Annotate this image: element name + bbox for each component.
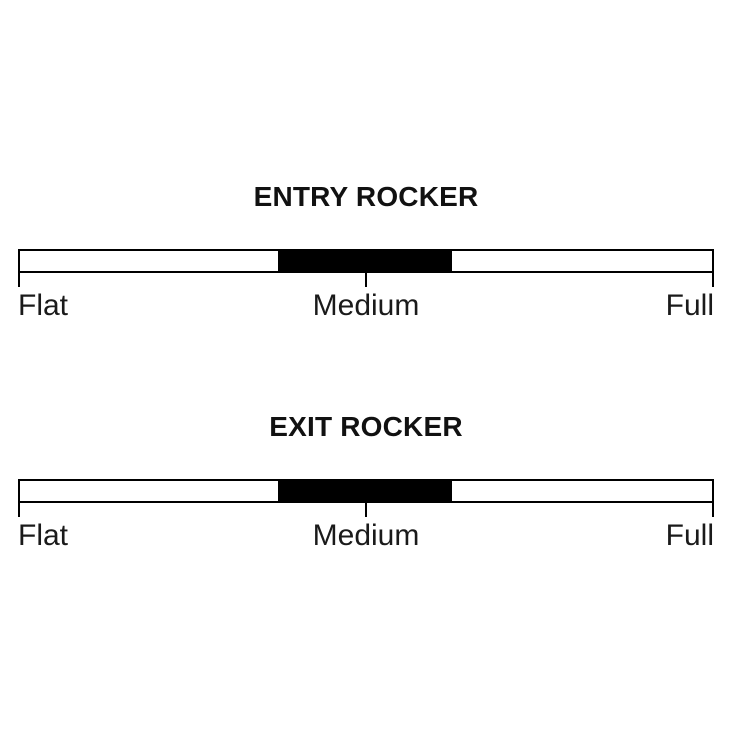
exit-rocker-title: EXIT ROCKER: [269, 411, 463, 442]
tick-medium: [365, 273, 367, 287]
label-full: Full: [665, 519, 714, 552]
tick-medium: [365, 503, 367, 517]
entry-rocker-track: [18, 249, 714, 273]
tick-flat: [18, 273, 20, 287]
exit-rocker-indicator: [278, 479, 452, 503]
label-flat: Flat: [18, 289, 69, 322]
label-medium: Medium: [312, 519, 420, 552]
entry-rocker-title: ENTRY ROCKER: [253, 181, 479, 212]
tick-flat: [18, 503, 20, 517]
exit-rocker-chart: EXIT ROCKER Flat Medium Full: [18, 413, 714, 573]
label-medium: Medium: [312, 289, 420, 322]
label-full: Full: [665, 289, 714, 322]
tick-full: [712, 273, 714, 287]
exit-rocker-labels: Flat Medium Full: [18, 521, 714, 561]
entry-rocker-indicator: [278, 249, 452, 273]
exit-rocker-track: [18, 479, 714, 503]
tick-full: [712, 503, 714, 517]
label-flat: Flat: [18, 519, 69, 552]
entry-rocker-chart: ENTRY ROCKER Flat Medium Full: [18, 183, 714, 343]
entry-rocker-labels: Flat Medium Full: [18, 291, 714, 331]
